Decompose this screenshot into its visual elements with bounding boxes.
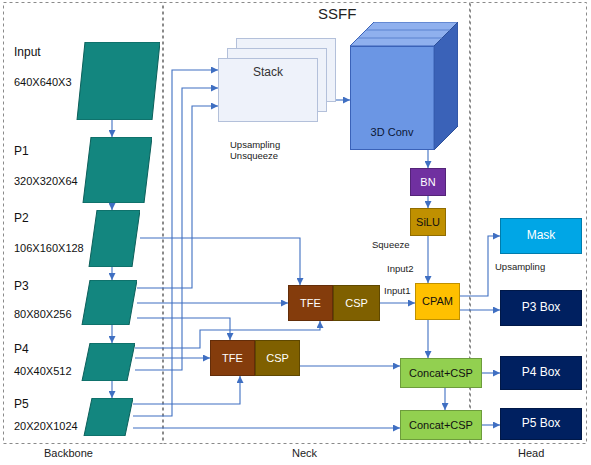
mask-box: Mask	[500, 218, 582, 254]
level-name: Input	[14, 46, 41, 60]
connector	[482, 372, 500, 373]
level-name: P5	[14, 398, 29, 412]
connector	[137, 106, 218, 288]
level-name: P4	[14, 343, 29, 357]
connector	[111, 120, 112, 137]
connector	[133, 70, 218, 416]
connector	[427, 236, 428, 283]
parallelogram	[82, 343, 135, 381]
backbone-level: P2 106X160X128	[12, 210, 140, 267]
backbone-level: P3 80X80X256	[12, 280, 137, 325]
box-label: Concat+CSP	[409, 419, 473, 432]
box-label: P4 Box	[522, 366, 561, 380]
csp-box: CSP	[255, 340, 300, 376]
box-label: CSP	[345, 297, 368, 310]
cube-slab	[366, 30, 450, 31]
connector	[336, 99, 350, 100]
connector	[133, 427, 400, 428]
connector	[380, 302, 415, 303]
feature-map	[12, 137, 152, 203]
level-name: P3	[14, 280, 29, 294]
head-box: P4 Box	[500, 356, 582, 390]
box-label: TFE	[222, 352, 243, 365]
parallelogram	[82, 280, 137, 325]
connector	[482, 424, 500, 425]
connector	[300, 365, 400, 366]
annotation: Input2	[386, 264, 414, 275]
stack-label: Stack	[218, 66, 318, 80]
connector	[460, 309, 500, 310]
connector	[137, 318, 230, 340]
annotation: Squeeze	[371, 240, 411, 251]
conv3d-block: 3D Conv	[350, 22, 458, 150]
connector	[140, 238, 300, 285]
connector	[133, 376, 240, 404]
head-box: P5 Box	[500, 408, 582, 440]
connector	[427, 150, 428, 168]
cube-slab	[358, 38, 442, 39]
parallelogram	[83, 137, 152, 203]
cube-front	[351, 47, 435, 150]
connector	[111, 381, 112, 398]
stack-block: Stack	[218, 38, 336, 122]
box-label: Mask	[527, 229, 556, 243]
annotation: Input1	[383, 286, 411, 297]
level-name: P1	[14, 145, 29, 159]
box-label: P3 Box	[522, 301, 561, 315]
parallelogram	[84, 398, 133, 436]
feature-size: 80X80X256	[14, 308, 72, 321]
connector	[135, 88, 218, 370]
tfe-box: TFE	[210, 340, 255, 376]
connector	[111, 203, 112, 210]
annotation: Upsampling	[494, 262, 546, 273]
head-box: P3 Box	[500, 290, 582, 326]
feature-size: 640X640X3	[14, 76, 72, 89]
cpam-box: CPAM	[415, 283, 460, 320]
csp-box: CSP	[333, 285, 380, 321]
feature-size: 320X320X64	[14, 175, 78, 188]
annotation: Head	[518, 447, 544, 460]
feature-map	[12, 210, 140, 267]
box-label: CSP	[266, 352, 289, 365]
backbone-level: P1 320X320X64	[12, 137, 152, 203]
connector	[111, 325, 112, 343]
box-label: BN	[420, 176, 435, 189]
box-label: P5 Box	[522, 417, 561, 431]
cube-side	[434, 22, 458, 150]
backbone-level: P4 40X40X512	[12, 343, 135, 381]
concat-box: Concat+CSP	[400, 358, 482, 388]
backbone-level: P5 20X20X1024	[12, 398, 133, 436]
connector	[427, 196, 428, 208]
stack-layers	[218, 38, 336, 122]
connector	[444, 388, 445, 410]
activation-box: SiLU	[410, 208, 446, 236]
connector	[427, 320, 428, 358]
diagram-title: SSFF	[318, 5, 356, 22]
norm-box: BN	[410, 168, 446, 196]
feature-size: 40X40X512	[14, 365, 72, 378]
feature-size: 106X160X128	[14, 242, 84, 255]
annotation: Neck	[292, 447, 317, 460]
box-label: CPAM	[422, 295, 453, 308]
connector	[137, 302, 288, 303]
connector	[111, 267, 112, 280]
backbone-region	[4, 3, 163, 444]
tfe-box: TFE	[288, 285, 333, 321]
box-label: SiLU	[416, 216, 440, 229]
concat-box: Concat+CSP	[400, 410, 482, 440]
annotation: Backbone	[44, 447, 93, 460]
connector	[135, 357, 210, 358]
backbone-level: Input 640X640X3	[12, 42, 160, 120]
cube-label: 3D Conv	[350, 126, 434, 139]
level-name: P2	[14, 212, 29, 226]
stack-layer	[219, 59, 318, 122]
head-region	[471, 3, 587, 444]
parallelogram	[77, 42, 160, 120]
annotation: Upsampling Unsqueeze	[230, 140, 302, 162]
parallelogram	[89, 210, 140, 267]
box-label: Concat+CSP	[409, 367, 473, 380]
feature-size: 20X20X1024	[14, 420, 78, 433]
box-label: TFE	[300, 297, 321, 310]
